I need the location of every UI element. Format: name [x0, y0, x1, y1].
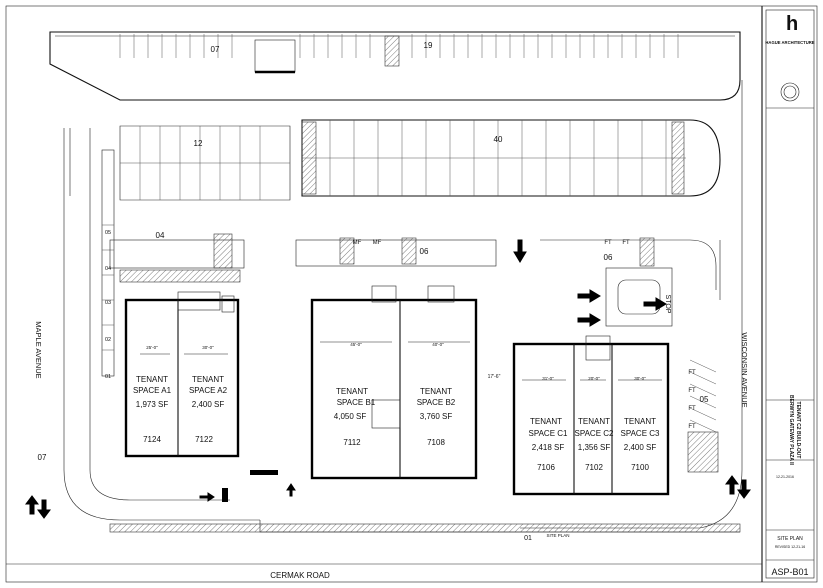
- tenant-b2-area: 3,760 SF: [420, 412, 453, 421]
- parking-count-west: 07: [38, 453, 47, 462]
- ft-label: FT: [688, 388, 696, 394]
- mid-right-stalls: [329, 120, 667, 196]
- tenant-c3-address: 7100: [631, 463, 649, 472]
- sheet-title: SITE PLAN: [777, 536, 803, 542]
- tenant-a1-area: 1,973 SF: [136, 400, 169, 409]
- west-stall-number: 01: [105, 374, 111, 380]
- tenant-c1-width: 31'-0": [542, 376, 554, 381]
- sheet-number: ASP-B01: [771, 567, 808, 577]
- stop-label: STOP: [664, 295, 671, 314]
- parking-count-mid-left: 12: [194, 139, 203, 148]
- top-building-kiosk: [254, 39, 296, 73]
- tenant-c1-title: TENANT: [530, 417, 562, 426]
- west-stall-number: 03: [105, 300, 111, 306]
- tenant-b1-space: SPACE B1: [337, 398, 376, 407]
- parking-count-top-right: 19: [424, 41, 433, 50]
- tenant-b1-address: 7112: [343, 438, 361, 447]
- parking-count-mid-right: 40: [494, 135, 503, 144]
- project-subtitle: TENANT C2 BUILD-OUT: [795, 402, 801, 459]
- mid-right-parking-bay: [301, 119, 721, 197]
- mid-left-parking-bay: [119, 125, 291, 201]
- west-stall-number: 02: [105, 337, 111, 343]
- sheet-border: [5, 5, 818, 583]
- tenant-a1-title: TENANT: [136, 375, 168, 384]
- ft-label: FT: [622, 240, 630, 246]
- firm-name: HAGUE ARCHITECTURE: [765, 40, 814, 45]
- building-a: [109, 233, 245, 458]
- mf-label: MF: [373, 240, 382, 246]
- mid-landscape-island: [301, 121, 317, 195]
- tenant-c3-area: 2,400 SF: [624, 443, 657, 452]
- south-landscape-strip: [109, 523, 741, 533]
- revised-date: REVISED 12-21-16: [775, 545, 805, 549]
- tenant-c3-width: 30'-0": [634, 376, 646, 381]
- tenant-c3-title: TENANT: [624, 417, 656, 426]
- tenant-a2-title: TENANT: [192, 375, 224, 384]
- tenant-a1-width: 25'-0": [146, 345, 158, 350]
- west-stall-number: 05: [105, 230, 111, 236]
- firm-logo-mark: h: [786, 13, 798, 35]
- ft-label: FT: [688, 424, 696, 430]
- cermak-road-label: CERMAK ROAD: [270, 571, 330, 580]
- top-parking-lot-outline: [49, 31, 741, 101]
- gap-dimension: 17'-6": [488, 374, 501, 380]
- ft-label: FT: [604, 240, 612, 246]
- tenant-b1-area: 4,050 SF: [334, 412, 367, 421]
- tenant-b2-space: SPACE B2: [417, 398, 456, 407]
- parking-count-building-c: 06: [604, 253, 613, 262]
- curb-marker: [222, 488, 228, 502]
- parking-count-building-a: 04: [156, 231, 165, 240]
- project-name: BERWYN GATEWAY PLAZA II: [788, 395, 794, 466]
- parking-count-top-left: 07: [211, 45, 220, 54]
- parking-count-east: 05: [700, 395, 709, 404]
- tenant-c2-width: 20'-0": [588, 376, 600, 381]
- tenant-a1-space: SPACE A1: [133, 386, 172, 395]
- tenant-b2-address: 7108: [427, 438, 445, 447]
- tenant-a2-address: 7122: [195, 435, 213, 444]
- tenant-c2-address: 7102: [585, 463, 603, 472]
- tenant-b2-title: TENANT: [420, 387, 452, 396]
- west-drive-edge: [63, 128, 260, 521]
- tenant-c1-space: SPACE C1: [529, 429, 569, 438]
- top-row-stalls: [119, 34, 679, 58]
- tenant-a2-space: SPACE A2: [189, 386, 228, 395]
- title-block: h: [765, 9, 815, 579]
- tenant-b1-width: 45'-0": [350, 342, 362, 347]
- west-stall-column: [101, 149, 115, 377]
- tenant-c1-address: 7106: [537, 463, 555, 472]
- tenant-c3-space: SPACE C3: [621, 429, 661, 438]
- tenant-c1-area: 2,418 SF: [532, 443, 565, 452]
- east-angled-stalls: [689, 359, 717, 433]
- traffic-arrows: [25, 239, 751, 519]
- mid-left-stalls: [139, 126, 261, 200]
- tenant-a2-area: 2,400 SF: [192, 400, 225, 409]
- parking-count-bottom: 01: [524, 535, 532, 542]
- top-landscape-island: [384, 35, 400, 67]
- architect-seal: [780, 82, 800, 102]
- tenant-a1-address: 7124: [143, 435, 161, 444]
- ft-label: FT: [688, 370, 696, 376]
- tenant-b1-title: TENANT: [336, 387, 368, 396]
- parking-count-building-b: 06: [420, 247, 429, 256]
- issue-date: 12-21-2016: [776, 475, 794, 479]
- site-plan-key-label: SITE PLAN: [546, 533, 569, 538]
- ft-label: FT: [688, 406, 696, 412]
- tenant-a2-width: 30'-0": [202, 345, 214, 350]
- wisconsin-avenue-label: WISCONSIN AVENUE: [740, 332, 749, 407]
- tenant-c2-space: SPACE C2: [575, 429, 615, 438]
- mf-label: MF: [353, 240, 362, 246]
- tenant-c2-area: 1,356 SF: [578, 443, 611, 452]
- tenant-c2-title: TENANT: [578, 417, 610, 426]
- west-stall-number: 04: [105, 266, 111, 272]
- building-c: [512, 237, 717, 496]
- tenant-b2-width: 40'-0": [432, 342, 444, 347]
- building-b: [295, 237, 497, 480]
- maple-avenue-label: MAPLE AVENUE: [34, 321, 43, 378]
